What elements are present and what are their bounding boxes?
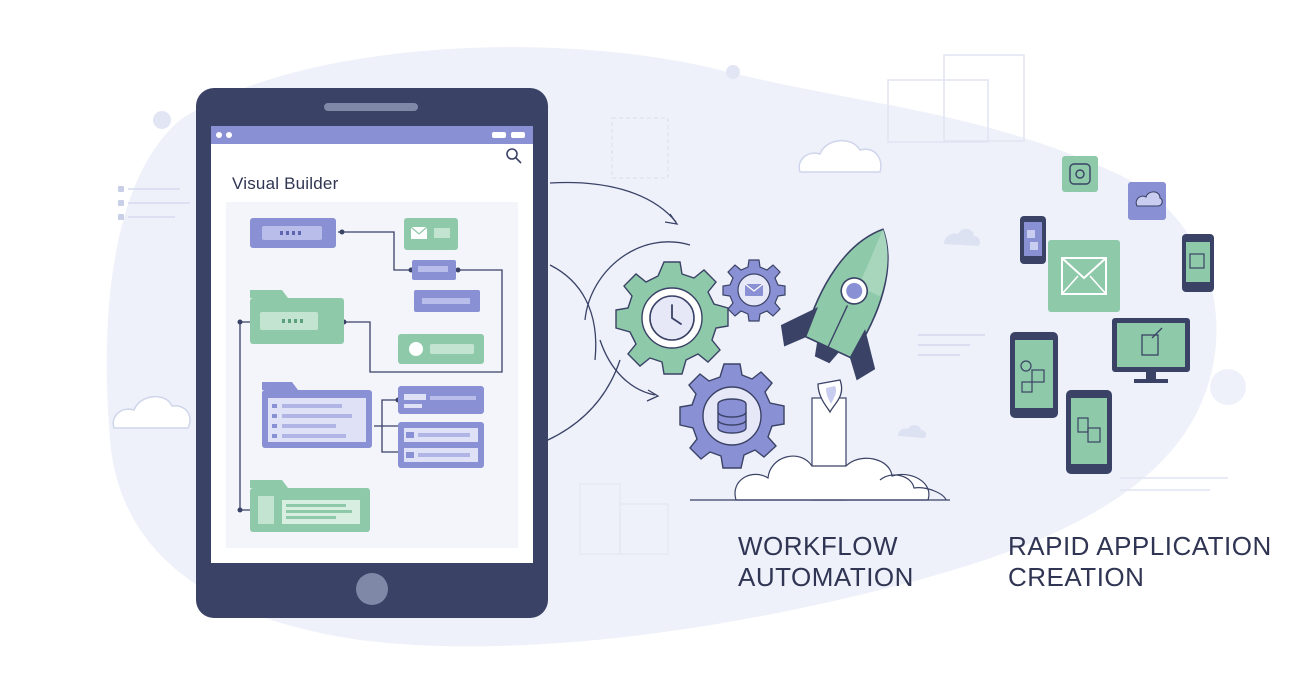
- workflow-caption-line2: AUTOMATION: [738, 562, 914, 592]
- browser-bar: [211, 126, 533, 144]
- gear-mail: [722, 259, 786, 322]
- monitor-icon: [1112, 318, 1190, 383]
- builder-connectors: [239, 231, 503, 511]
- cloud-icon: [798, 140, 882, 173]
- phone-small-right: [1182, 234, 1214, 292]
- builder-list-block[interactable]: [262, 382, 372, 448]
- cloud-icon: [112, 396, 191, 429]
- mail-icon: [1048, 240, 1120, 312]
- flow-arrows: [547, 181, 691, 441]
- builder-email-block[interactable]: [404, 218, 458, 250]
- builder-toggle-block[interactable]: [398, 334, 484, 364]
- search-icon[interactable]: [506, 148, 522, 164]
- builder-block-top[interactable]: [250, 218, 336, 248]
- gear-database: [679, 363, 785, 469]
- rocket-icon: [690, 228, 950, 501]
- tablet-device: [196, 88, 548, 618]
- workflow-automation-caption: WORKFLOW AUTOMATION: [738, 531, 914, 593]
- database-icon: [717, 398, 747, 434]
- builder-table-block[interactable]: [398, 422, 484, 468]
- phone-large-bottom: [1066, 390, 1112, 474]
- rapid-application-caption: RAPID APPLICATION CREATION: [1008, 531, 1272, 593]
- builder-folder-block-bottom[interactable]: [250, 480, 370, 532]
- rapid-caption-line1: RAPID APPLICATION: [1008, 531, 1272, 561]
- builder-code-block[interactable]: [398, 386, 484, 414]
- workflow-caption-line1: WORKFLOW: [738, 531, 898, 561]
- decor-left: [118, 65, 1246, 405]
- cloud-icon: [898, 228, 981, 438]
- app-cluster: [1010, 156, 1214, 474]
- phone-large-left: [1010, 332, 1058, 418]
- tablet-home-button[interactable]: [356, 573, 388, 605]
- cloud-tile: [1128, 182, 1166, 220]
- rapid-caption-line2: CREATION: [1008, 562, 1145, 592]
- visual-builder-title: Visual Builder: [232, 174, 339, 193]
- settings-tile: [1062, 156, 1098, 192]
- phone-small-left: [1020, 216, 1046, 264]
- gear-clock: [615, 261, 729, 375]
- tablet-speaker: [324, 103, 418, 111]
- decor-lines: [128, 54, 1228, 555]
- builder-folder-block[interactable]: [250, 290, 344, 344]
